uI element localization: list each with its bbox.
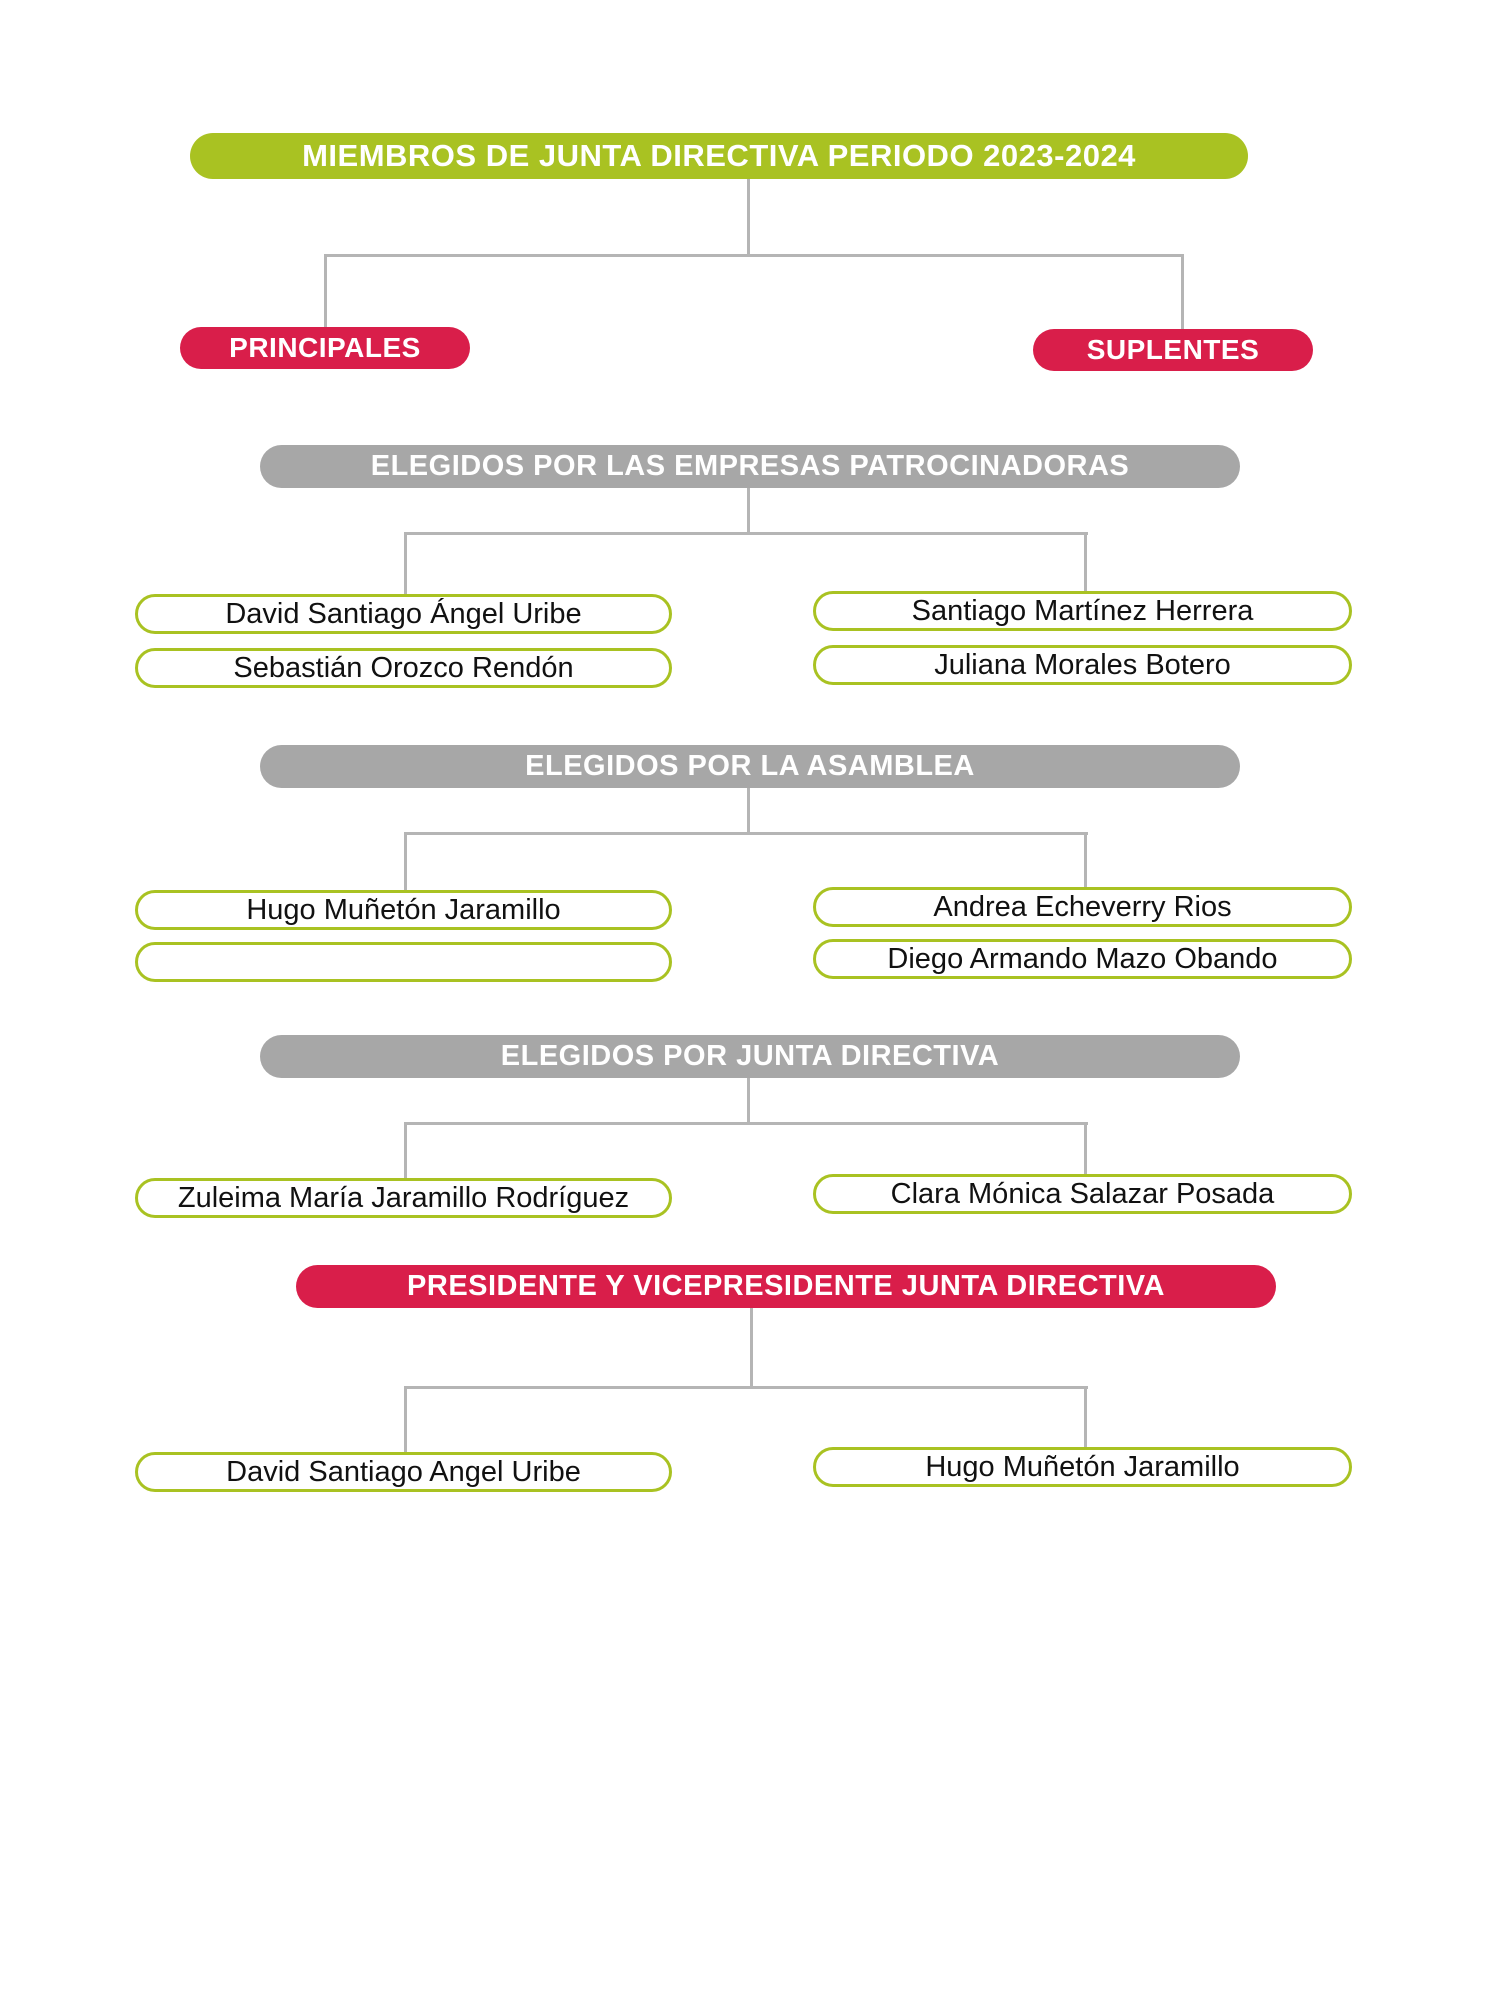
connector-line — [404, 1122, 407, 1178]
member-pill: Hugo Muñetón Jaramillo — [135, 890, 672, 930]
section-header-junta-directiva: ELEGIDOS POR JUNTA DIRECTIVA — [260, 1035, 1240, 1078]
member-pill: Clara Mónica Salazar Posada — [813, 1174, 1352, 1214]
member-pill: Andrea Echeverry Rios — [813, 887, 1352, 927]
connector-line — [404, 532, 1088, 535]
connector-line — [1084, 832, 1087, 887]
connector-line — [1084, 1386, 1087, 1447]
member-pill: Diego Armando Mazo Obando — [813, 939, 1352, 979]
member-pill: Juliana Morales Botero — [813, 645, 1352, 685]
member-pill: David Santiago Angel Uribe — [135, 1452, 672, 1492]
connector-line — [324, 254, 1184, 257]
member-pill: Hugo Muñetón Jaramillo — [813, 1447, 1352, 1487]
member-pill: Zuleima María Jaramillo Rodríguez — [135, 1178, 672, 1218]
member-pill: Sebastián Orozco Rendón — [135, 648, 672, 688]
connector-line — [404, 832, 407, 890]
connector-line — [1181, 254, 1184, 330]
connector-line — [404, 1386, 1088, 1389]
page-title: MIEMBROS DE JUNTA DIRECTIVA PERIODO 2023… — [190, 133, 1248, 179]
connector-line — [1084, 532, 1087, 591]
branch-label-principales: PRINCIPALES — [180, 327, 470, 369]
connector-line — [747, 488, 750, 533]
connector-line — [1084, 1122, 1087, 1174]
connector-line — [404, 1386, 407, 1452]
connector-line — [747, 788, 750, 833]
connector-line — [404, 1122, 1088, 1125]
connector-line — [404, 832, 1088, 835]
connector-line — [324, 254, 327, 327]
connector-line — [747, 179, 750, 255]
branch-label-suplentes: SUPLENTES — [1033, 329, 1313, 371]
section-header-empresas-patrocinadoras: ELEGIDOS POR LAS EMPRESAS PATROCINADORAS — [260, 445, 1240, 488]
member-pill-empty — [135, 942, 672, 982]
member-pill: David Santiago Ángel Uribe — [135, 594, 672, 634]
member-pill: Santiago Martínez Herrera — [813, 591, 1352, 631]
connector-line — [404, 532, 407, 594]
connector-line — [747, 1078, 750, 1123]
connector-line — [750, 1308, 753, 1387]
section-header-asamblea: ELEGIDOS POR LA ASAMBLEA — [260, 745, 1240, 788]
section-header-presidente-vicepresidente: PRESIDENTE Y VICEPRESIDENTE JUNTA DIRECT… — [296, 1265, 1276, 1308]
